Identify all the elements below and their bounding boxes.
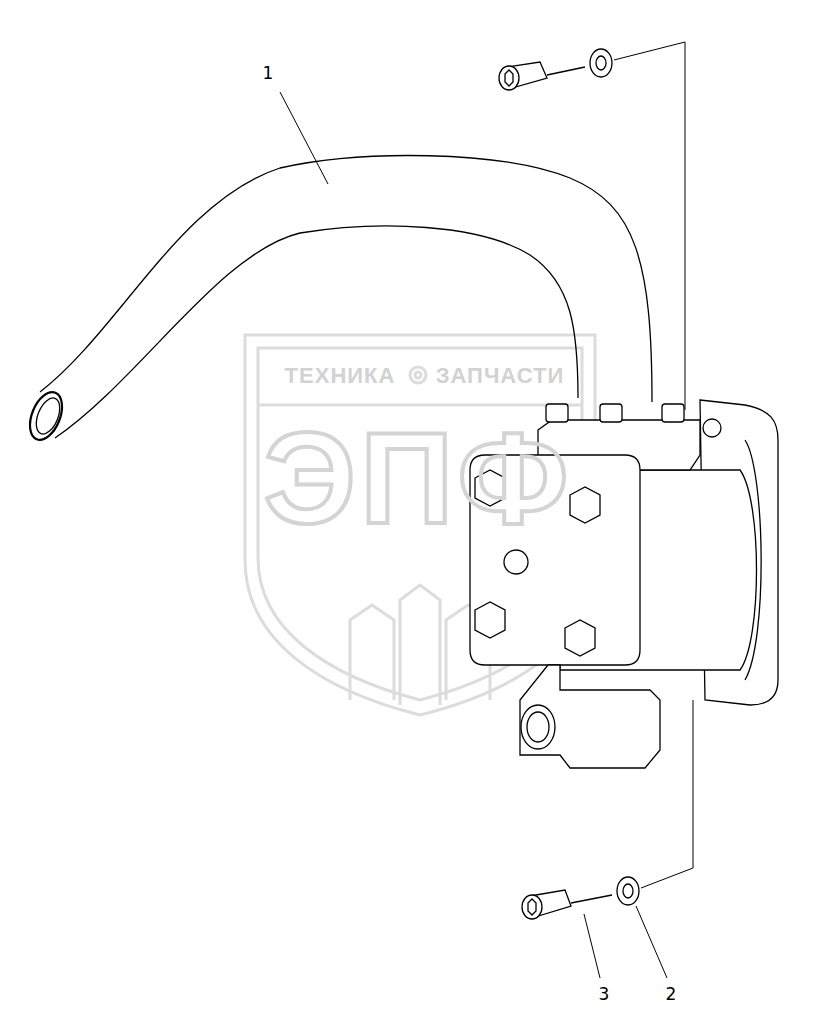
screw-washer xyxy=(522,895,542,919)
screw-washer xyxy=(528,899,536,915)
screw-washer xyxy=(617,877,639,905)
watermark-text: ЗАПЧАСТИ xyxy=(436,365,565,387)
hose xyxy=(24,388,69,445)
screw-washer xyxy=(505,70,513,86)
hose xyxy=(32,395,65,438)
pump xyxy=(527,712,549,742)
watermark-text: ТЕХНИКА xyxy=(285,365,396,387)
callout-number: 3 xyxy=(599,986,610,1003)
pump xyxy=(662,404,684,422)
pump xyxy=(520,665,660,768)
callout-number: 2 xyxy=(666,986,677,1003)
leader-line xyxy=(584,914,600,978)
watermark-text: ЭПФ xyxy=(264,413,573,543)
hex-bolt xyxy=(475,602,505,638)
pump xyxy=(703,419,721,437)
callout-number: 1 xyxy=(263,65,274,82)
hex-bolt xyxy=(565,620,595,656)
leader-line xyxy=(280,92,328,184)
assembly-line xyxy=(614,42,685,410)
watermark-shield xyxy=(258,404,582,407)
watermark-shield xyxy=(410,367,426,383)
pump xyxy=(504,550,528,574)
hose xyxy=(55,226,578,438)
hex-bolt xyxy=(570,487,600,523)
screw-washer xyxy=(571,895,612,903)
hose xyxy=(40,156,652,402)
screw-washer xyxy=(623,884,633,898)
hose xyxy=(24,156,652,445)
screw-washer xyxy=(547,67,585,75)
screw-washer xyxy=(499,66,519,90)
pump xyxy=(521,705,555,749)
assembly-line xyxy=(614,42,693,888)
pump xyxy=(600,404,622,422)
assembly-line xyxy=(641,700,693,888)
watermark-shield xyxy=(350,585,490,705)
watermark-shield xyxy=(415,372,421,378)
screw-washer xyxy=(596,56,606,70)
leader-line xyxy=(636,906,667,978)
screw-washer xyxy=(590,49,612,77)
